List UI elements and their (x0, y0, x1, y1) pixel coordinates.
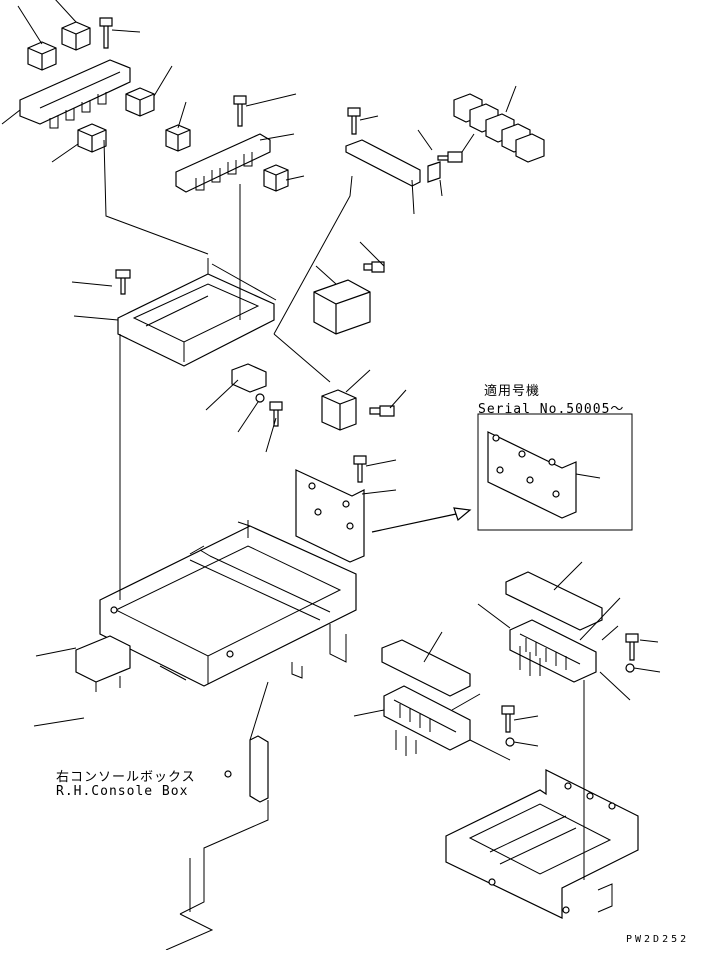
bolt-3 (347, 107, 361, 135)
inset-title-jp: 適用号機 (484, 384, 541, 399)
relay-bracket-2 (175, 133, 271, 193)
bolt-10 (625, 633, 639, 661)
bolt-11 (501, 705, 515, 733)
small-bracket (345, 139, 421, 187)
inset-serial-label: Serial No.50005～ (478, 402, 625, 417)
center-tray (71, 139, 353, 383)
bolt-2 (233, 95, 247, 127)
relay-3 (125, 87, 155, 117)
fuse-box-upper (477, 561, 661, 701)
relay-row-top-right (345, 85, 545, 215)
inset-box (477, 413, 633, 531)
relay-6 (263, 164, 289, 192)
relay-bracket-group-top-center (165, 93, 305, 193)
bolt-5 (115, 269, 131, 295)
relay-bracket-1 (19, 59, 131, 129)
bolt-8 (269, 401, 283, 427)
bolt-7 (369, 405, 395, 417)
relay-1 (27, 41, 57, 71)
console-label-jp: 右コンソールボックス (56, 770, 196, 785)
console-label-en: R.H.Console Box (56, 784, 189, 799)
lower-right-bracket (445, 680, 639, 919)
clip (427, 161, 441, 183)
relay-bracket-group-top-left (1, 0, 173, 163)
bolt-9 (353, 455, 367, 483)
relay-5 (165, 124, 191, 152)
module-right (313, 241, 385, 335)
bolt-1 (99, 17, 113, 49)
relay-strip (453, 93, 545, 163)
relay-7 (321, 369, 407, 431)
small-relay (205, 363, 283, 453)
relay-4 (77, 123, 107, 153)
relay-2 (61, 21, 91, 51)
drawing-code: PW2D252 (626, 934, 690, 945)
bolt-6 (363, 261, 385, 273)
mounting-plate (295, 455, 397, 563)
bolt-4 (437, 151, 463, 163)
console-frame (33, 334, 357, 951)
arrow (371, 507, 472, 533)
fuse-box-lower (353, 631, 539, 761)
